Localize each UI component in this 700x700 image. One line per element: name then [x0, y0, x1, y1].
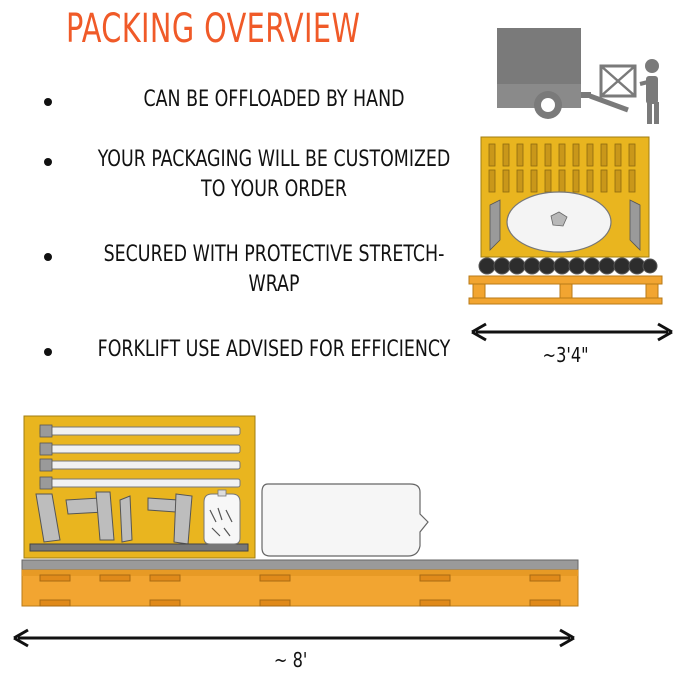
bullet-dot	[44, 348, 52, 356]
front-crate-illustration	[468, 136, 663, 305]
bullet-text: WRAP	[248, 272, 300, 297]
bullet-text: SECURED WITH PROTECTIVE STRETCH-	[103, 242, 445, 267]
person-with-box-icon	[599, 59, 659, 124]
length-dimension-label: ~ 8'	[273, 648, 308, 672]
bullet-text: FORKLIFT USE ADVISED FOR EFFICIENCY	[97, 337, 451, 362]
width-dimension-arrow	[471, 322, 673, 342]
side-pallet	[21, 559, 579, 607]
length-dimension-arrow	[13, 628, 575, 648]
side-crate-illustration	[23, 415, 429, 559]
truck-icon	[497, 28, 629, 119]
bullet-text: YOUR PACKAGING WILL BE CUSTOMIZED	[97, 147, 451, 172]
bullet-dot	[44, 158, 52, 166]
bullet-text: TO YOUR ORDER	[201, 177, 347, 202]
bullet-text: CAN BE OFFLOADED BY HAND	[143, 87, 405, 112]
page-title: PACKING OVERVIEW	[66, 6, 361, 52]
bullet-dot	[44, 253, 52, 261]
bullet-dot	[44, 98, 52, 106]
width-dimension-label: ~3'4"	[542, 343, 589, 367]
